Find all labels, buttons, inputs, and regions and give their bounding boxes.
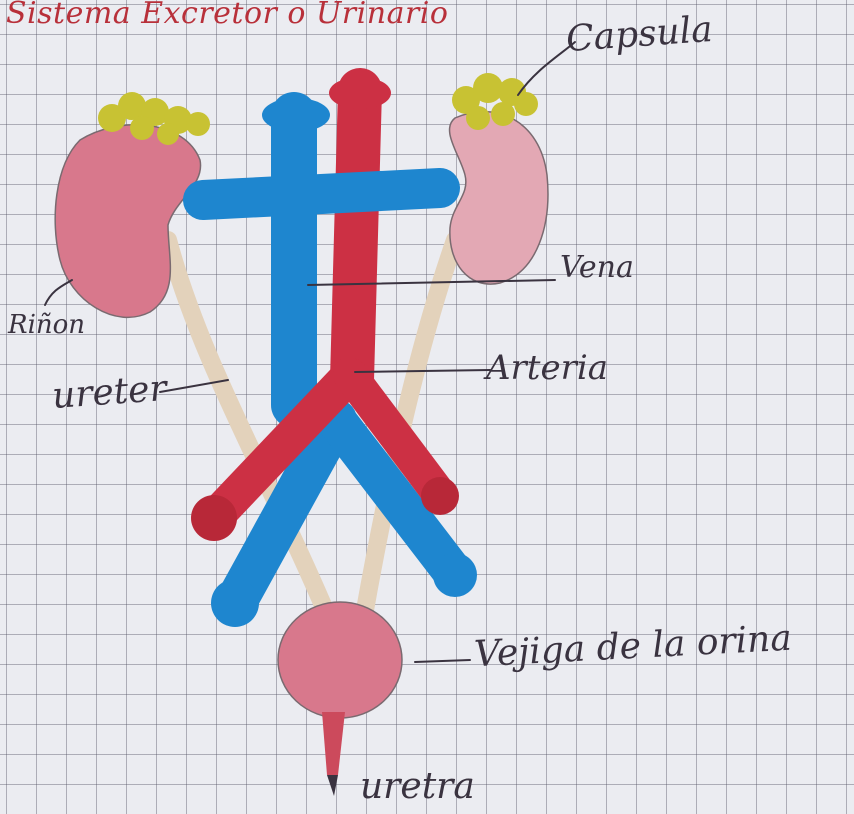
right-adrenal-capsule: [452, 73, 538, 130]
left-ureter: [159, 231, 334, 619]
right-iliac-artery: [333, 358, 457, 512]
renal-veins: [183, 168, 460, 220]
urethra: [322, 712, 345, 775]
label-ureter: ureter: [50, 368, 168, 417]
label-vena: Vena: [560, 250, 634, 285]
left-iliac-vein: [216, 399, 357, 621]
label-pointer-lines: [44, 41, 576, 663]
bladder: [277, 601, 403, 719]
left-iliac-artery: [199, 357, 368, 533]
label-arteria: Arteria: [486, 348, 608, 388]
label-rinon: Riñon: [8, 310, 86, 340]
left-kidney: [54, 124, 202, 318]
aorta: [330, 68, 382, 402]
left-adrenal-capsule: [98, 92, 210, 145]
right-iliac-vein: [316, 400, 475, 595]
right-kidney: [448, 110, 549, 285]
label-uretra: uretra: [360, 766, 475, 807]
page-title: Sistema Excretor o Urinario: [6, 0, 449, 31]
